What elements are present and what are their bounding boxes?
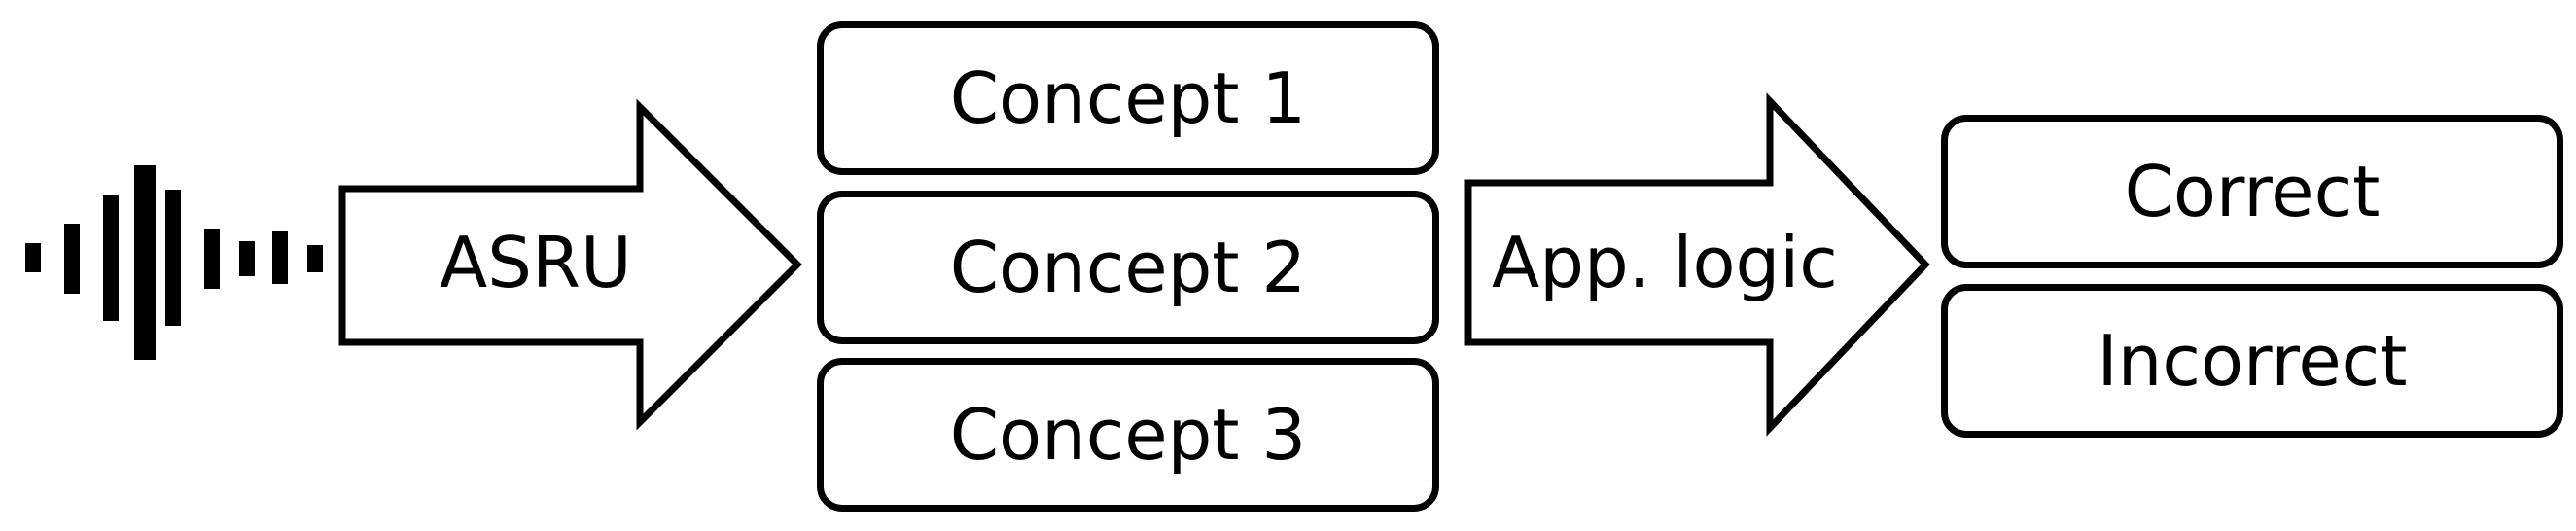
concept-label: Concept 2 (949, 227, 1307, 308)
correct-box: Correct (1941, 115, 2563, 268)
waveform-bar (64, 224, 80, 294)
concept-box-1: Concept 1 (817, 21, 1439, 175)
waveform-bar (25, 243, 41, 272)
concept-label: Concept 1 (949, 57, 1307, 139)
waveform-bar (103, 195, 119, 321)
concept-label: Concept 3 (949, 394, 1307, 476)
correct-label: Correct (2124, 151, 2381, 232)
waveform-bar (134, 165, 156, 360)
app-logic-arrow (1464, 92, 1930, 437)
concept-box-3: Concept 3 (817, 358, 1439, 512)
waveform-bar (307, 245, 323, 272)
waveform-bar (165, 190, 181, 326)
concept-box-2: Concept 2 (817, 191, 1439, 344)
waveform-bar (272, 231, 288, 284)
waveform-bar (204, 229, 220, 289)
app-logic-label: App. logic (1492, 222, 1838, 303)
incorrect-label: Incorrect (2097, 320, 2408, 402)
asru-label: ASRU (440, 222, 632, 303)
incorrect-box: Incorrect (1941, 284, 2563, 438)
waveform-bar (239, 241, 255, 276)
asru-arrow (338, 98, 802, 431)
